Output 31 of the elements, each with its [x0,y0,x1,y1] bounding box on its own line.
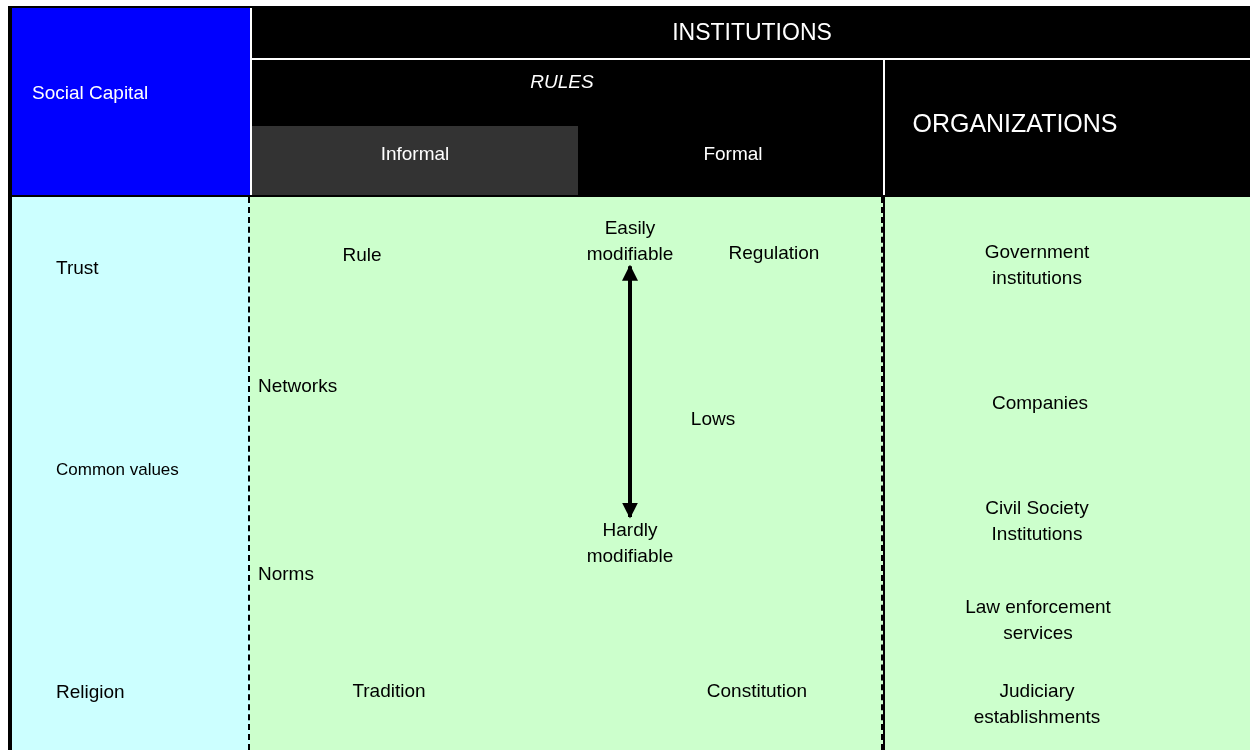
column-panel [250,197,883,750]
cell-text: Government institutions [983,240,1091,290]
row-label: Religion [56,680,125,704]
row-label: Trust [56,256,99,280]
row-label: Common values [56,459,179,481]
cell-text: Rule [342,243,382,268]
header-text: Informal [380,142,450,167]
scale-label: Hardly modifiable [560,517,700,569]
header-cell [578,126,885,195]
cell-text: Lows [690,407,736,432]
double-arrow [622,264,638,519]
cell-text: Networks [258,374,338,398]
header-text: Social Capital [32,81,149,105]
header-text: INSTITUTIONS [672,18,832,48]
cell-text: Norms [258,562,314,586]
cell-text: Regulation [728,241,820,266]
column-panel [885,197,1250,750]
scale-label: Easily modifiable [560,215,700,267]
cell-text: Constitution [706,679,808,704]
column-panel [12,197,250,750]
cell-text: Law enforcement services [964,595,1112,645]
header-text: ORGANIZATIONS [912,108,1118,140]
header-text: RULES [530,70,594,95]
cell-text: Civil Society Institutions [984,496,1090,546]
cell-text: Tradition [352,679,426,704]
cell-text: Companies [991,391,1089,416]
header-text: Formal [703,142,763,167]
header-cell [250,126,580,195]
header-cell [250,58,885,128]
cell-text: Judiciary establishments [972,679,1102,729]
header-cell [12,8,250,195]
